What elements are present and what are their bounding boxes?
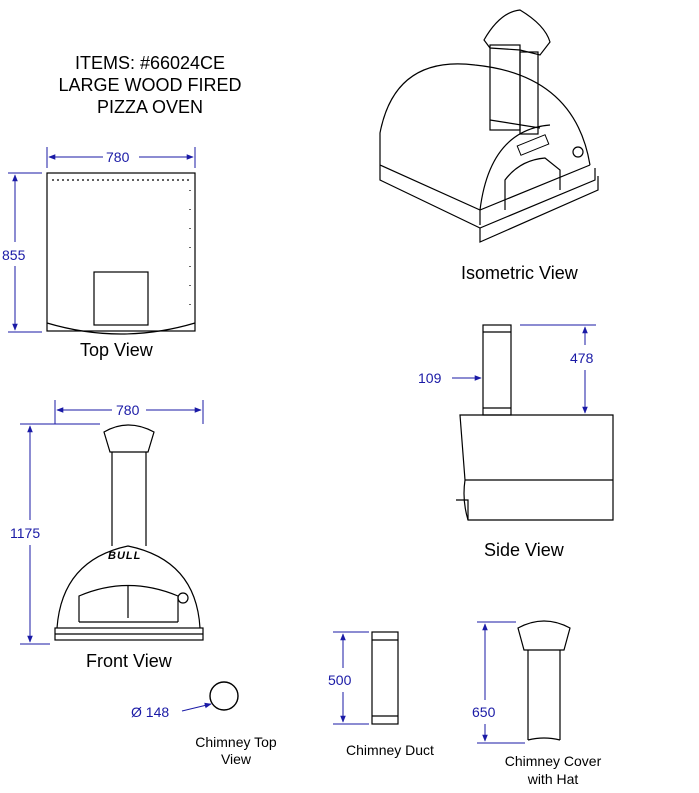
chimney-top-view-drawing: [209, 681, 239, 711]
chimney-top-dimension-line: [181, 702, 212, 712]
side-chimney-label: 478: [570, 350, 594, 366]
product-name-line-1: LARGE WOOD FIRED: [58, 75, 242, 95]
side-view-drawing: [456, 324, 614, 521]
chimney-duct-dimension-lines: [333, 631, 369, 725]
top-width-label: 780: [106, 149, 130, 165]
chimney-cover-drawing: [517, 620, 571, 741]
top-depth-label: 855: [2, 247, 26, 263]
front-view-caption: Front View: [86, 651, 172, 671]
top-view-drawing: [46, 172, 196, 335]
chimney-duct-caption: Chimney Duct: [346, 742, 434, 758]
duct-height-label: 500: [328, 672, 352, 688]
side-view-dimension-lines: [452, 324, 596, 414]
side-view-caption: Side View: [484, 540, 564, 560]
side-duct-label: 109: [418, 370, 442, 386]
top-view-dimension-lines: [8, 147, 196, 333]
chimney-cover-caption-line-2: with Hat: [527, 771, 579, 787]
isometric-view-drawing: [379, 9, 599, 243]
item-number: ITEMS: #66024CE: [74, 53, 226, 73]
product-name-line-2: PIZZA OVEN: [96, 97, 204, 117]
chimney-top-caption-line-2: View: [220, 751, 252, 767]
chimney-duct-drawing: [371, 631, 399, 725]
chimney-cover-dimension-lines: [477, 621, 525, 744]
front-view-dimension-lines: [20, 400, 204, 645]
front-width-label: 780: [116, 402, 140, 418]
front-height-label: 1175: [10, 525, 41, 541]
chimney-top-caption-line-1: Chimney Top: [195, 734, 277, 750]
chimney-diameter-label: Ø 148: [131, 704, 170, 720]
top-view-caption: Top View: [80, 340, 153, 360]
isometric-view-caption: Isometric View: [461, 263, 578, 283]
isometric-logo: [516, 134, 550, 156]
front-brand-logo: BULL: [108, 550, 142, 562]
front-view-drawing: [54, 424, 204, 641]
chimney-cover-caption-line-1: Chimney Cover: [504, 753, 602, 769]
cover-height-label: 650: [472, 704, 496, 720]
